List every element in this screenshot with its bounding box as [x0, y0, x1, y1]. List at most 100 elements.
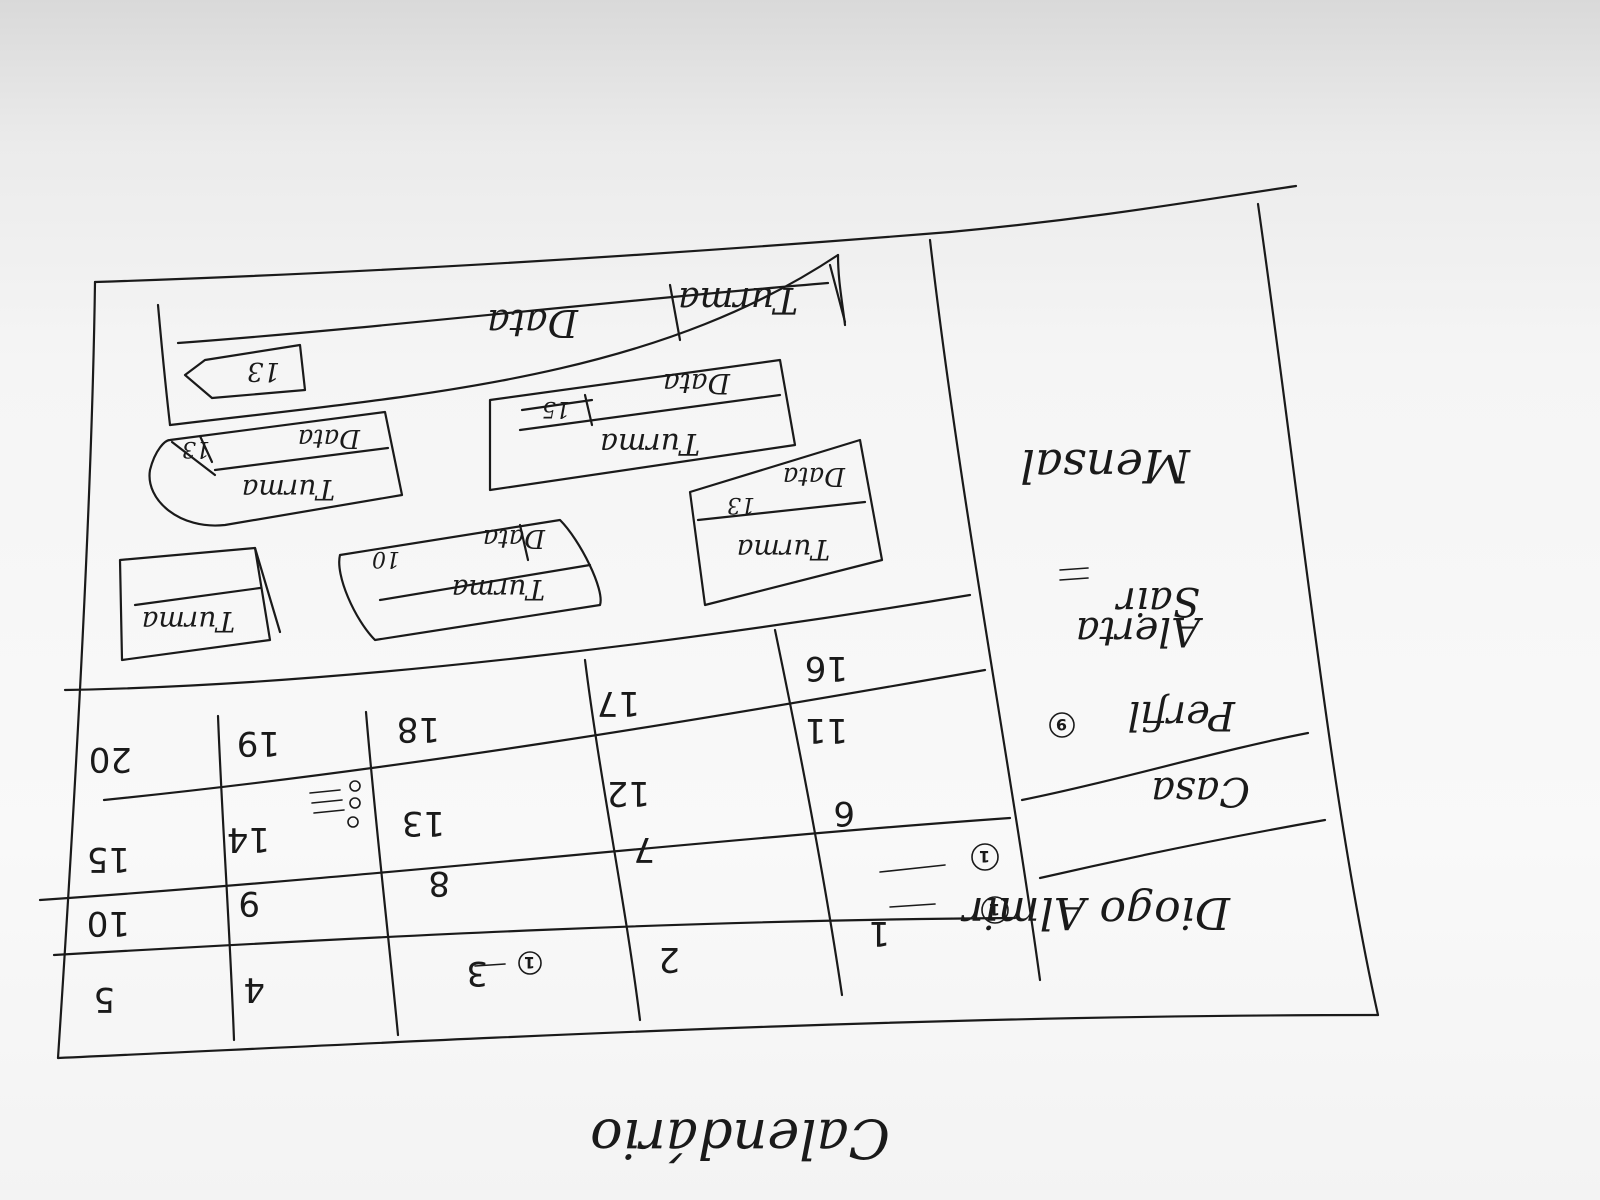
- sidebar-item-profile[interactable]: 9 Perfil: [1049, 692, 1236, 738]
- notification-line: [879, 864, 946, 873]
- top-bar-left-label: Turma: [678, 279, 798, 320]
- calendar-day[interactable]: 10: [87, 903, 130, 943]
- sidebar-item-label: Mensal: [1020, 439, 1191, 493]
- top-event-bar[interactable]: Turma Data 13: [156, 253, 847, 427]
- top-bar-middle-label: Data: [487, 301, 579, 345]
- calendar-day[interactable]: 7: [633, 829, 655, 869]
- calendar-day[interactable]: 13: [402, 803, 445, 843]
- calendar-day[interactable]: 12: [607, 773, 650, 813]
- calendar-day[interactable]: 8: [428, 863, 450, 903]
- grid-row-line-1: [102, 668, 987, 802]
- event-card-title: Turma: [452, 573, 545, 606]
- calendar-grid: 1 2 3 4 5 6 7 8 9 10 11 12 13 14 15 16 1…: [87, 648, 890, 1019]
- logout-arrow-icon: [1059, 567, 1089, 581]
- outer-frame-top: [93, 184, 1298, 284]
- svg-text:2: 2: [658, 939, 680, 979]
- sidebar-divider-home: [1038, 818, 1327, 880]
- calendar-day[interactable]: 20: [89, 739, 132, 779]
- outer-frame-right: [1256, 202, 1380, 1017]
- sidebar-item-label: Sair: [1114, 578, 1200, 624]
- grid-col-line-2: [364, 710, 400, 1037]
- svg-text:5: 5: [93, 979, 115, 1019]
- notification-icon[interactable]: [971, 843, 999, 871]
- svg-text:13: 13: [402, 803, 445, 843]
- event-card-subtitle: Data: [663, 367, 731, 400]
- calendar-day[interactable]: 5: [93, 979, 115, 1019]
- svg-text:11: 11: [805, 710, 848, 750]
- svg-text:17: 17: [597, 683, 640, 723]
- sidebar-divider: [928, 238, 1042, 982]
- calendar-day[interactable]: 14: [227, 819, 270, 859]
- grid-col-line-3: [583, 658, 642, 1022]
- grid-col-line-4: [773, 628, 844, 997]
- calendar-day[interactable]: 2: [658, 939, 680, 979]
- svg-text:14: 14: [227, 819, 270, 859]
- event-card[interactable]: Data Turma 13: [148, 410, 404, 527]
- notification-icon[interactable]: [981, 896, 1009, 924]
- calendar-day[interactable]: 3: [466, 953, 488, 993]
- calendar-day[interactable]: 1: [868, 913, 890, 953]
- svg-text:7: 7: [633, 829, 655, 869]
- event-card-badge: 13: [727, 492, 755, 517]
- sidebar-item-logout[interactable]: Sair: [1114, 578, 1200, 624]
- calendar-day[interactable]: 6: [833, 793, 855, 833]
- svg-text:10: 10: [87, 903, 130, 943]
- notification-line: [889, 903, 936, 908]
- profile-icon: [1049, 712, 1075, 738]
- sidebar-item-home[interactable]: Casa: [1151, 768, 1250, 814]
- calendar-day[interactable]: 17: [597, 683, 640, 723]
- event-card-subtitle: Data: [483, 523, 546, 553]
- event-card-title: Turma: [600, 426, 700, 461]
- event-card[interactable]: Turma: [118, 546, 282, 662]
- outer-frame-bottom: [56, 1013, 1380, 1060]
- svg-text:3: 3: [466, 953, 488, 993]
- svg-text:20: 20: [89, 739, 132, 779]
- event-card-subtitle: Data: [783, 461, 846, 491]
- event-card[interactable]: Data Turma 13: [688, 438, 884, 607]
- svg-text:12: 12: [607, 773, 650, 813]
- sidebar-item-label: Alerta: [1076, 608, 1204, 654]
- event-card-badge: 13: [182, 436, 210, 461]
- sidebar-divider-profile: [1020, 731, 1310, 802]
- sidebar-user: Diogo Almir: [960, 887, 1231, 938]
- notification-badge: 1: [979, 847, 990, 866]
- menu-icon[interactable]: [309, 780, 361, 828]
- event-dash: [474, 963, 506, 967]
- svg-text:18: 18: [397, 709, 440, 749]
- calendar-day[interactable]: 19: [237, 723, 280, 763]
- page-caption: Calendário: [590, 1107, 890, 1170]
- profile-badge: 9: [1056, 715, 1067, 734]
- grid-col-line-1: [216, 714, 236, 1042]
- calendar-day[interactable]: 11: [805, 710, 848, 750]
- svg-text:19: 19: [237, 723, 280, 763]
- event-badge: 1: [524, 953, 535, 972]
- event-card-badge: 10: [372, 546, 400, 571]
- event-card[interactable]: Data Turma 15: [488, 358, 797, 492]
- calendar-day[interactable]: 16: [805, 648, 848, 688]
- grid-row-line-3: [52, 916, 1017, 957]
- event-card-title: Turma: [737, 533, 830, 566]
- sidebar-item-monthly[interactable]: Mensal: [1020, 439, 1191, 493]
- event-card-title: Turma: [142, 605, 235, 638]
- calendar-day[interactable]: 15: [87, 839, 130, 879]
- grid-row-line-2: [38, 816, 1012, 902]
- svg-text:4: 4: [243, 969, 265, 1009]
- svg-text:8: 8: [428, 863, 450, 903]
- event-card[interactable]: Data Turma 10: [338, 518, 602, 642]
- sidebar-item-alert[interactable]: Alerta: [1076, 608, 1204, 654]
- calendar-day[interactable]: 18: [397, 709, 440, 749]
- event-card-title: Turma: [242, 473, 335, 506]
- sidebar-item-label: Perfil: [1128, 692, 1236, 738]
- outer-frame-left: [56, 280, 97, 1060]
- events-calendar-divider: [63, 593, 972, 692]
- calendar-day[interactable]: 4: [243, 969, 265, 1009]
- svg-text:15: 15: [87, 839, 130, 879]
- event-card-subtitle: Data: [298, 423, 361, 453]
- event-badge-icon[interactable]: [518, 951, 542, 975]
- calendar-day[interactable]: 9: [238, 883, 260, 923]
- sidebar-item-label: Casa: [1151, 768, 1250, 814]
- notification-badge: 1: [989, 900, 1000, 919]
- page-title: Calendário: [590, 1107, 890, 1170]
